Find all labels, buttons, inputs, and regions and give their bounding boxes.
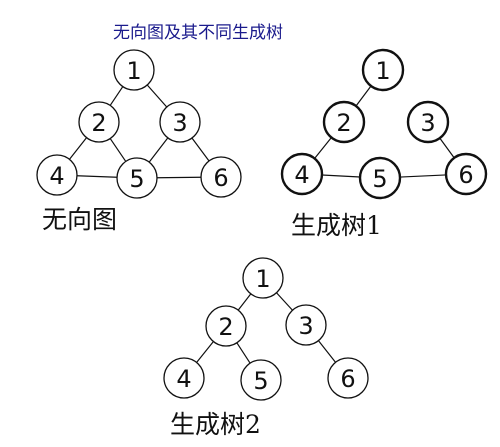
- node-circle-1: [242, 257, 284, 299]
- edge-2-4: [68, 137, 88, 160]
- edge-2-4: [313, 136, 333, 160]
- edge-4-5: [321, 174, 361, 178]
- edge-4-5: [76, 175, 118, 178]
- caption-spanning-tree-2: 生成树2: [170, 410, 261, 439]
- node-circle-3: [406, 100, 450, 144]
- node-label-1: 1: [375, 57, 390, 85]
- edge-3-6: [317, 340, 337, 363]
- node-label-3: 3: [298, 312, 313, 340]
- node-4: 4: [280, 152, 324, 196]
- node-2: 2: [78, 101, 120, 143]
- caption-undirected-graph: 无向图: [42, 205, 117, 234]
- node-group: 12 3 4 5 6: [36, 49, 242, 199]
- edge-5-6: [399, 174, 447, 178]
- node-group: 12 3 4 5 6: [163, 257, 369, 401]
- edge-group: [68, 84, 210, 179]
- edge-2-4: [195, 340, 215, 364]
- node-label-2: 2: [218, 313, 233, 341]
- node-3: 3: [159, 101, 201, 143]
- node-circle-4: [163, 357, 205, 399]
- edge-3-5: [148, 137, 169, 163]
- node-6: 6: [444, 152, 488, 196]
- node-circle-6: [200, 156, 242, 198]
- node-3: 3: [406, 100, 450, 144]
- page-title: 无向图及其不同生成树: [113, 23, 283, 43]
- node-label-3: 3: [172, 109, 187, 137]
- edge-1-2: [109, 85, 124, 107]
- node-6: 6: [327, 357, 369, 399]
- node-circle-2: [322, 100, 366, 144]
- edge-6-3: [439, 137, 455, 159]
- spanning-tree-1: 12 3 4 5 6 生成树1: [280, 48, 488, 240]
- edge-2-5: [109, 137, 127, 163]
- node-label-4: 4: [176, 365, 191, 393]
- node-3: 3: [285, 304, 327, 346]
- node-group: 12 3 4 5 6: [280, 48, 488, 200]
- edge-1-2: [237, 293, 252, 311]
- node-label-5: 5: [253, 367, 268, 395]
- node-label-6: 6: [340, 365, 355, 393]
- node-circle-6: [327, 357, 369, 399]
- node-1: 1: [242, 257, 284, 299]
- node-circle-5: [358, 156, 402, 200]
- node-label-5: 5: [372, 165, 387, 193]
- node-circle-4: [36, 154, 78, 196]
- node-5: 5: [358, 156, 402, 200]
- node-circle-3: [285, 304, 327, 346]
- node-label-2: 2: [336, 109, 351, 137]
- node-6: 6: [200, 156, 242, 198]
- node-label-6: 6: [458, 161, 473, 189]
- edge-3-6: [191, 137, 210, 162]
- caption-spanning-tree-1: 生成树1: [291, 211, 382, 240]
- node-circle-2: [205, 305, 247, 347]
- node-5: 5: [116, 157, 158, 199]
- node-label-1: 1: [126, 57, 141, 85]
- edge-group: [195, 292, 337, 364]
- node-circle-5: [116, 157, 158, 199]
- edge-1-3: [275, 292, 294, 311]
- node-1: 1: [361, 48, 405, 92]
- node-label-4: 4: [49, 162, 64, 190]
- undirected-graph: 12 3 4 5 6 无向图: [36, 49, 242, 234]
- node-2: 2: [205, 305, 247, 347]
- node-label-2: 2: [91, 109, 106, 137]
- node-circle-6: [444, 152, 488, 196]
- node-5: 5: [240, 359, 282, 401]
- node-4: 4: [36, 154, 78, 196]
- node-circle-1: [361, 48, 405, 92]
- edge-5-6: [156, 176, 202, 179]
- node-1: 1: [113, 49, 155, 91]
- node-circle-4: [280, 152, 324, 196]
- node-label-3: 3: [420, 109, 435, 137]
- edge-group: [313, 85, 455, 178]
- edge-1-3: [146, 84, 168, 108]
- node-circle-5: [240, 359, 282, 401]
- edge-2-5: [236, 342, 251, 364]
- node-circle-3: [159, 101, 201, 143]
- node-label-5: 5: [129, 165, 144, 193]
- node-2: 2: [322, 100, 366, 144]
- node-label-4: 4: [294, 161, 309, 189]
- spanning-tree-2: 12 3 4 5 6 生成树2: [163, 257, 369, 439]
- node-label-6: 6: [213, 164, 228, 192]
- node-label-1: 1: [255, 265, 270, 293]
- edge-1-2: [355, 85, 372, 107]
- node-circle-2: [78, 101, 120, 143]
- node-4: 4: [163, 357, 205, 399]
- node-circle-1: [113, 49, 155, 91]
